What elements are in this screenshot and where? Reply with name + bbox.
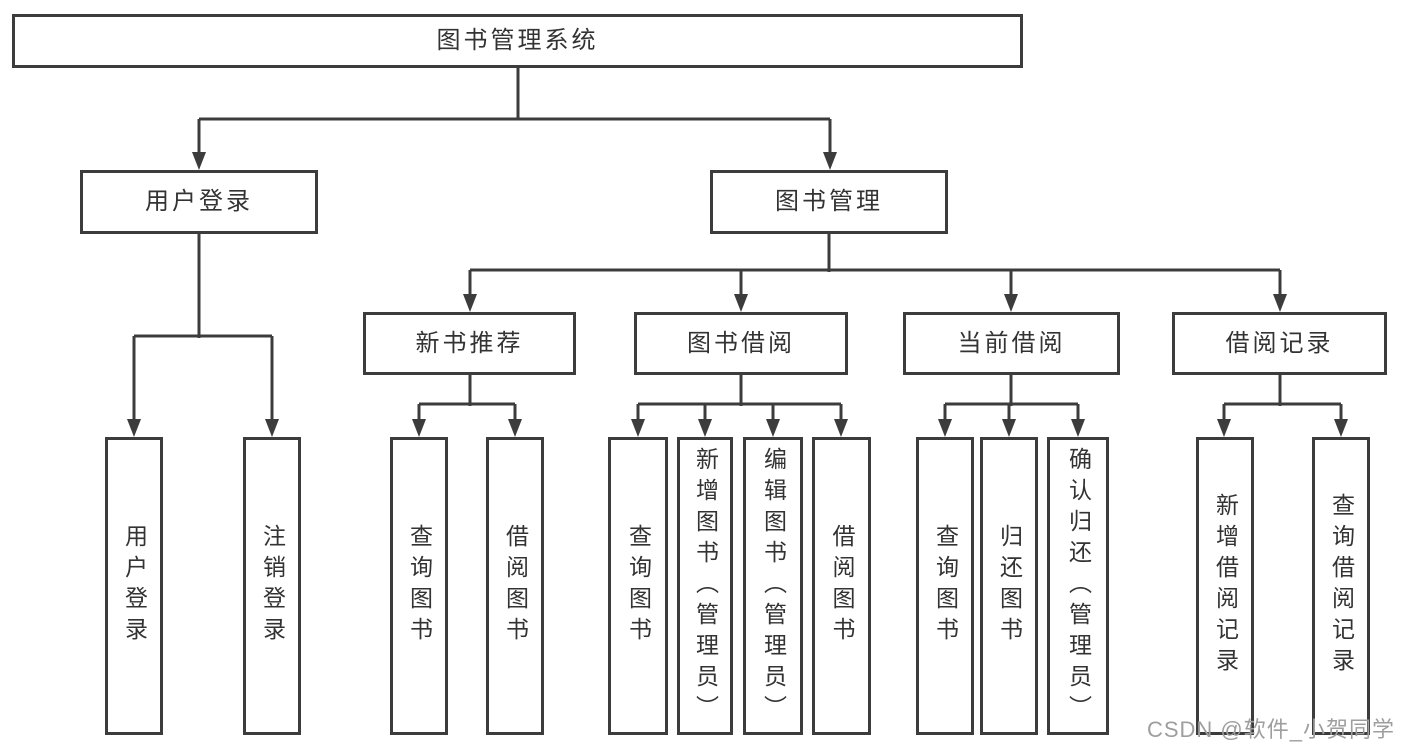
node-vert-query-borrow-record: 查询借阅记录 xyxy=(1312,437,1370,735)
node-book-management: 图书管理 xyxy=(710,170,948,234)
node-vert-query-books-current: 查询图书 xyxy=(916,437,974,735)
node-borrowing-records: 借阅记录 xyxy=(1172,312,1387,375)
node-vert-edit-book-admin: 编辑图书（管理员） xyxy=(743,437,803,735)
node-vert-query-books-borrow: 查询图书 xyxy=(608,437,668,735)
node-vert-query-books-rec: 查询图书 xyxy=(390,437,448,735)
node-vert-return-book: 归还图书 xyxy=(980,437,1038,735)
node-root: 图书管理系统 xyxy=(12,14,1023,68)
node-vert-user-login: 用户登录 xyxy=(105,437,163,735)
node-vert-confirm-return-admin: 确认归还（管理员） xyxy=(1047,437,1109,735)
node-current-borrowing: 当前借阅 xyxy=(903,312,1120,375)
node-vert-logout: 注销登录 xyxy=(243,437,301,735)
node-vert-add-book-admin: 新增图书（管理员） xyxy=(677,437,733,735)
arrow-down-icon xyxy=(127,152,1348,437)
connector-lines xyxy=(132,68,1343,423)
node-book-borrowing: 图书借阅 xyxy=(634,312,848,375)
node-vert-borrow-books-rec: 借阅图书 xyxy=(486,437,544,735)
node-new-book-recommendation: 新书推荐 xyxy=(363,312,576,375)
csdn-watermark: CSDN @软件_小贺同学 xyxy=(1146,717,1395,742)
node-vert-borrow-books: 借阅图书 xyxy=(812,437,871,735)
node-vert-add-borrow-record: 新增借阅记录 xyxy=(1196,437,1254,735)
node-user-login: 用户登录 xyxy=(80,170,318,234)
